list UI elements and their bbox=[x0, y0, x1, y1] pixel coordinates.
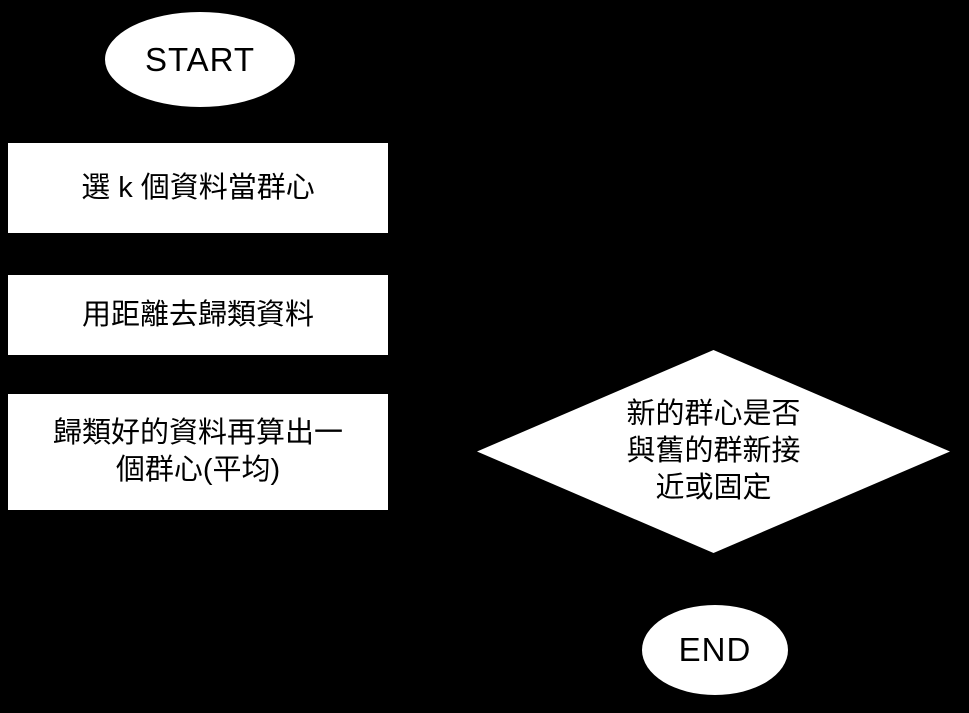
decision-label-line1: 新的群心是否 bbox=[626, 398, 801, 430]
start-terminator: START bbox=[105, 12, 295, 107]
process-classify-by-distance: 用距離去歸類資料 bbox=[8, 275, 388, 355]
process-recompute-centroid: 歸類好的資料再算出一 個群心(平均) bbox=[8, 394, 388, 510]
decision-label-line2: 與舊的群新接 bbox=[626, 435, 801, 467]
decision-label-line3: 近或固定 bbox=[655, 472, 772, 504]
decision-centroid-converged: 新的群心是否 與舊的群新接 近或固定 bbox=[477, 350, 950, 553]
process-recompute-centroid-label-line1: 歸類好的資料再算出一 bbox=[52, 417, 343, 449]
end-terminator: END bbox=[642, 605, 788, 695]
process-classify-by-distance-label: 用距離去歸類資料 bbox=[81, 298, 314, 331]
end-label: END bbox=[678, 631, 752, 668]
process-recompute-centroid-label-line2: 個群心(平均) bbox=[115, 454, 281, 486]
process-select-centroids: 選 k 個資料當群心 bbox=[8, 143, 388, 233]
start-label: START bbox=[144, 40, 256, 78]
process-select-centroids-label: 選 k 個資料當群心 bbox=[81, 171, 315, 204]
